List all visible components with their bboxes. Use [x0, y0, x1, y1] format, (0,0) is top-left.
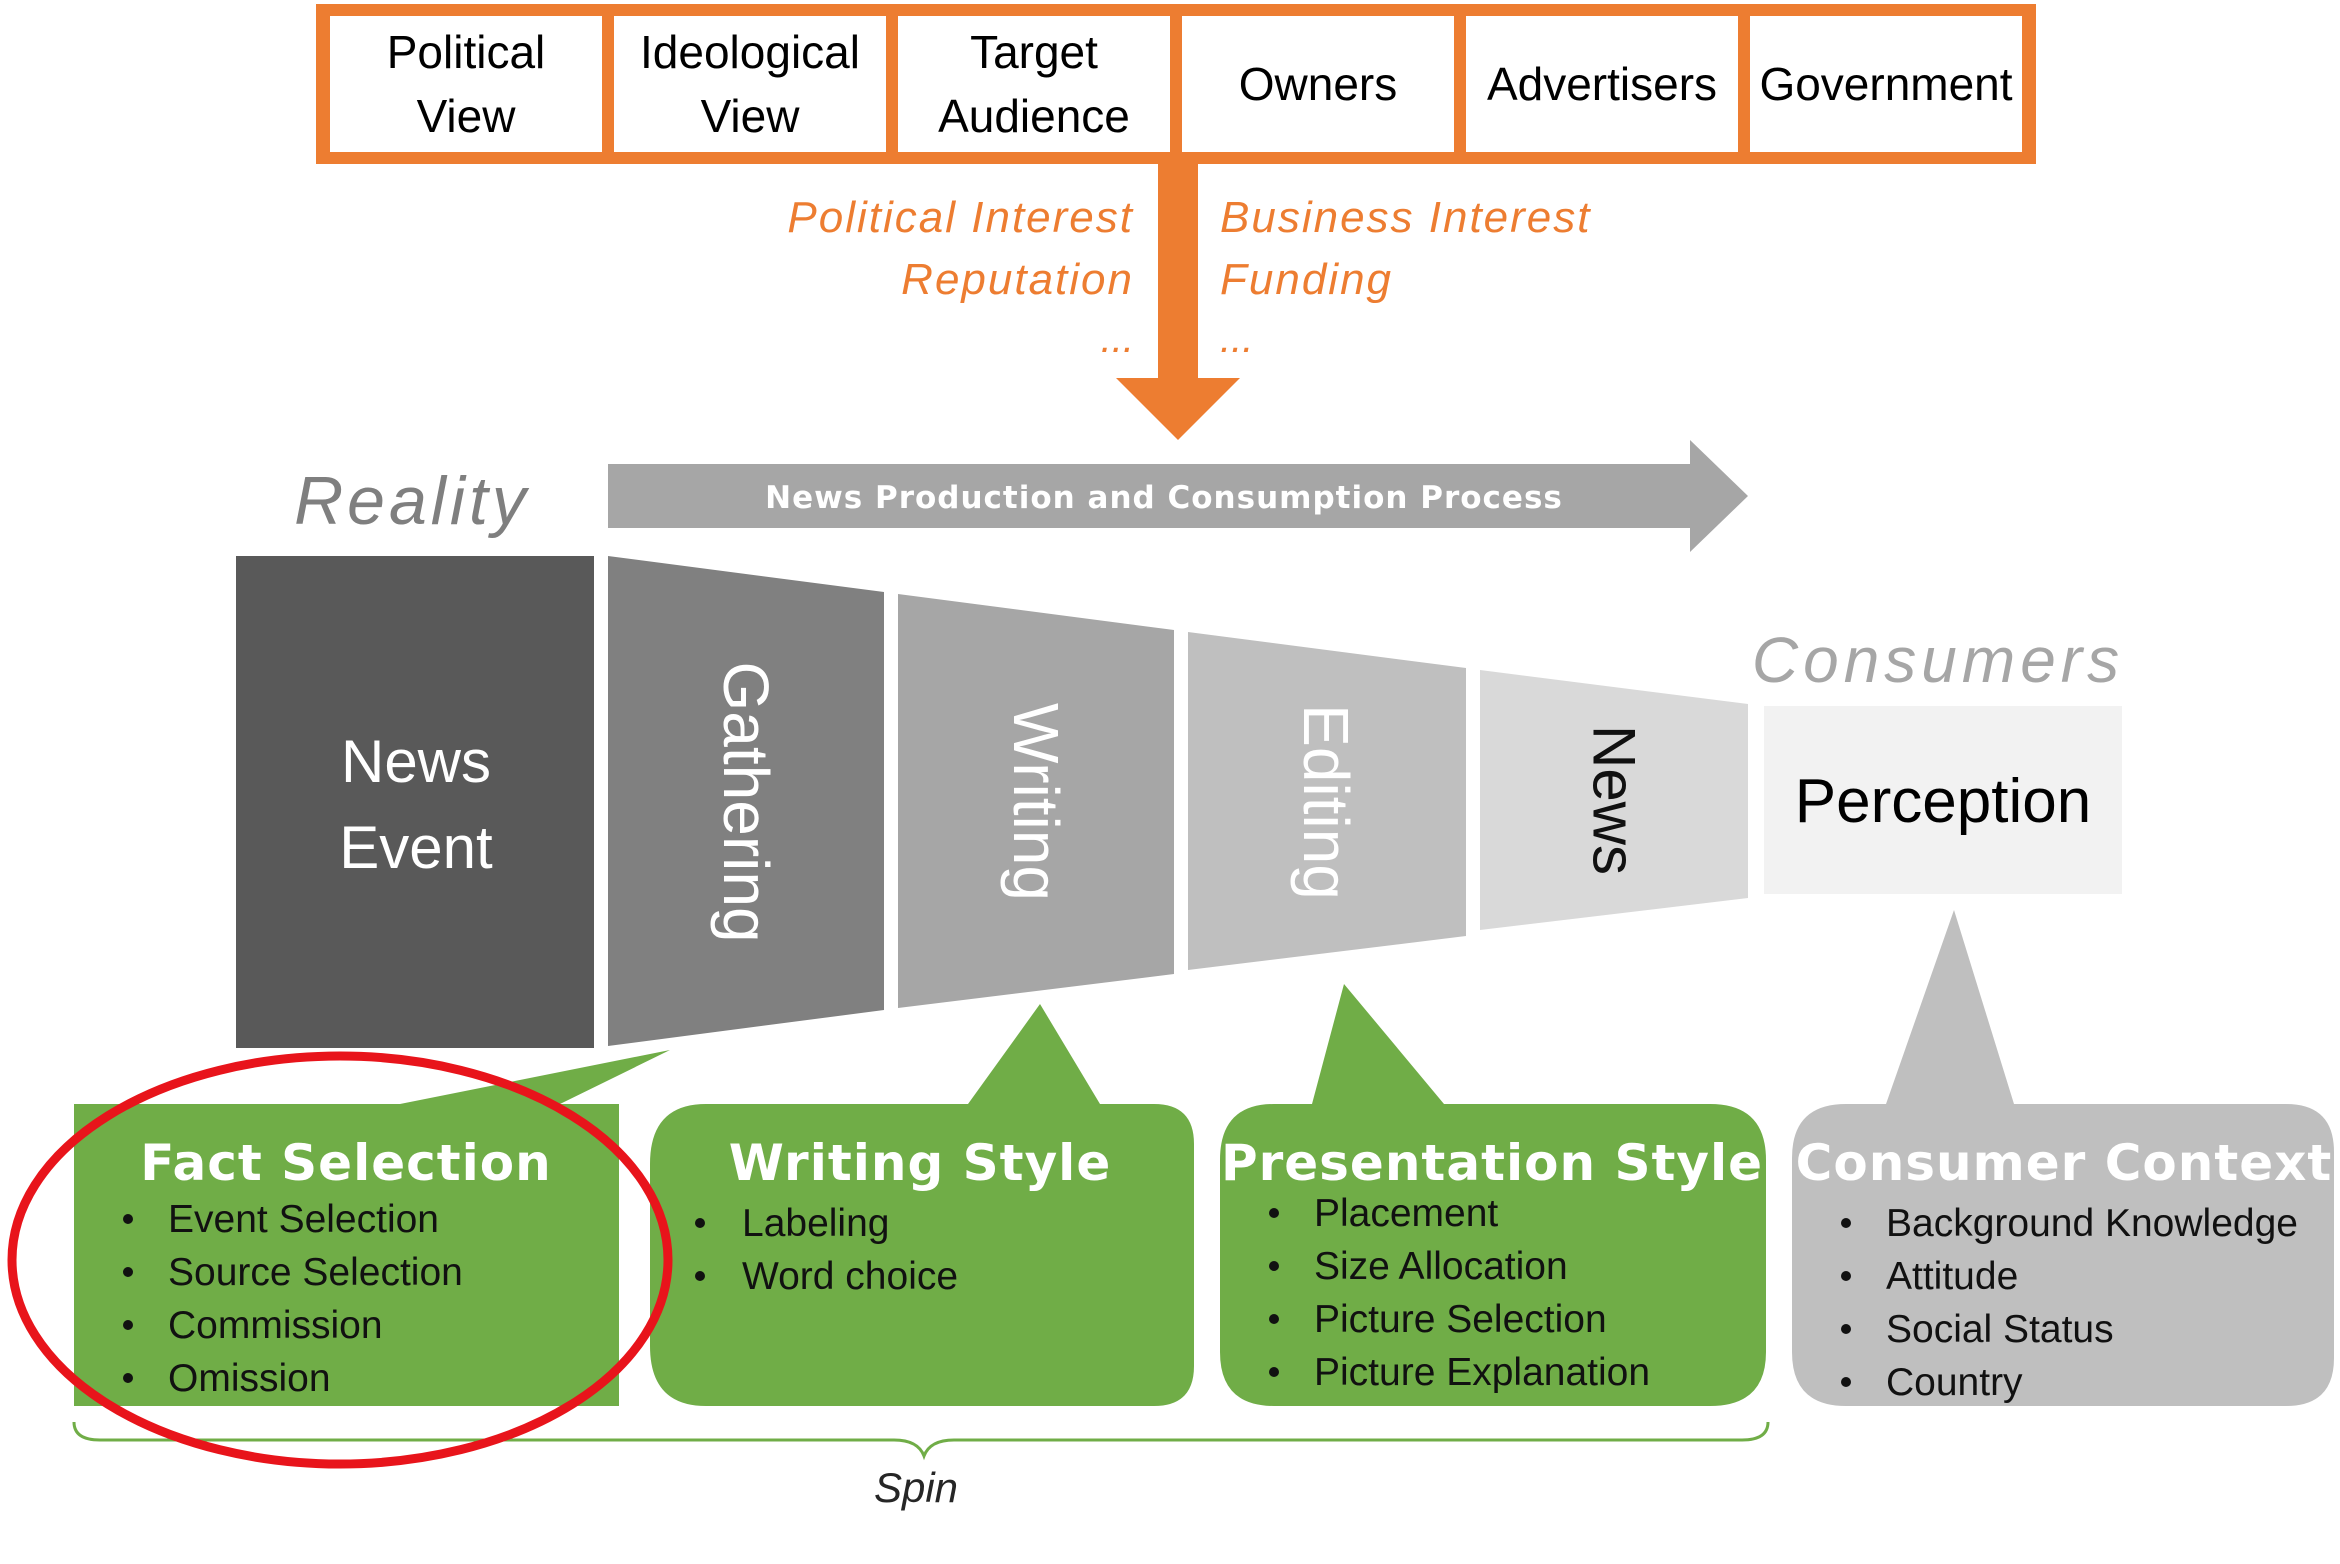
reputation-label: Reputation [901, 255, 1134, 304]
callout-title: Writing Style [729, 1134, 1111, 1192]
callout-title: Presentation Style [1221, 1134, 1763, 1192]
funnel: News Event Gathering Writing Editing New… [236, 556, 2122, 1048]
bullet-dot [1269, 1208, 1279, 1218]
political-interests: Political Interest Reputation ... [787, 193, 1134, 361]
factor-label-line: Audience [938, 90, 1130, 142]
callout-item: Background Knowledge [1886, 1202, 2298, 1245]
callout-item: Event Selection [168, 1198, 439, 1241]
callout-title: Fact Selection [140, 1134, 552, 1192]
funding-label: Funding [1220, 255, 1393, 304]
bullet-dot [123, 1214, 133, 1224]
gathering-stage [608, 556, 884, 1046]
factor-label-line: Political [387, 26, 546, 78]
news-event-block [236, 556, 594, 1048]
factor-label: Owners [1239, 58, 1397, 110]
factor-label: Government [1759, 58, 2012, 110]
business-interest-label: Business Interest [1220, 193, 1592, 242]
bullet-dot [123, 1267, 133, 1277]
factor-box [1750, 16, 2022, 152]
fact-selection-bubble [74, 1050, 670, 1406]
factor-label-line: Target [970, 26, 1098, 78]
consumer-context-bubble [1792, 910, 2334, 1406]
callout-item: Word choice [742, 1255, 958, 1298]
editing-label: Editing [1290, 704, 1362, 900]
highlight-ellipse [7, 1051, 673, 1469]
factor-box [1466, 16, 1738, 152]
bullet-dot [695, 1271, 705, 1281]
factor-box [898, 16, 1170, 152]
process-arrow-label: News Production and Consumption Process [765, 480, 1563, 516]
news-label: News [1581, 725, 1648, 875]
influence-down-arrow [1116, 164, 1240, 440]
bullet-dot [1841, 1271, 1851, 1281]
bullet-dot [1269, 1261, 1279, 1271]
bullet-dot [1841, 1377, 1851, 1387]
consumers-label: Consumers [1752, 624, 2124, 696]
callout-item: Picture Selection [1314, 1298, 1607, 1341]
bullet-dot [1841, 1324, 1851, 1334]
factor-box [614, 16, 886, 152]
callout-item: Attitude [1886, 1255, 2018, 1298]
callout-item: Size Allocation [1314, 1245, 1568, 1288]
perception-label: Perception [1795, 767, 2091, 836]
news-stage [1480, 670, 1748, 930]
political-ellipsis: ... [1101, 317, 1134, 361]
callout-item: Labeling [742, 1202, 889, 1245]
bullet-dot [1841, 1218, 1851, 1228]
business-interests: Business Interest Funding ... [1220, 193, 1592, 361]
writing-style-callout [650, 1004, 1194, 1406]
presentation-style-bubble [1220, 984, 1766, 1406]
callout-item: Commission [168, 1304, 383, 1347]
editing-stage [1188, 632, 1466, 970]
bullet-dot [123, 1373, 133, 1383]
fact-selection-callout [74, 1050, 670, 1406]
news-event-line-2: Event [339, 814, 493, 881]
gathering-label: Gathering [710, 661, 782, 942]
bullet-dot [123, 1320, 133, 1330]
factor-label-line: View [417, 90, 517, 142]
factor-label-line: View [701, 90, 801, 142]
presentation-style-callout [1220, 984, 1766, 1406]
bullet-dot [1269, 1367, 1279, 1377]
political-interest-label: Political Interest [787, 193, 1134, 242]
factor-box [330, 16, 602, 152]
news-event-line-1: News [341, 728, 491, 795]
factor-label: Advertisers [1487, 58, 1717, 110]
spin-bracket [72, 1421, 1770, 1461]
callout-item: Source Selection [168, 1251, 463, 1294]
writing-style-bubble [650, 1004, 1194, 1406]
influence-bar-frame [316, 4, 2036, 164]
callout-title: Consumer Context [1796, 1134, 2333, 1192]
perception-block [1764, 706, 2122, 894]
callout-item: Social Status [1886, 1308, 2114, 1351]
callout-item: Country [1886, 1361, 2023, 1404]
business-ellipsis: ... [1220, 317, 1253, 361]
consumer-context-callout [1792, 910, 2334, 1406]
callout-item: Picture Explanation [1314, 1351, 1650, 1394]
writing-stage [898, 594, 1174, 1008]
bullet-dot [1269, 1314, 1279, 1324]
process-arrow [608, 440, 1748, 552]
writing-label: Writing [1000, 703, 1072, 901]
reality-label: Reality [294, 463, 530, 539]
factor-box [1182, 16, 1454, 152]
callout-item: Omission [168, 1357, 331, 1400]
factor-label-line: Ideological [640, 26, 860, 78]
callout-item: Placement [1314, 1192, 1498, 1235]
spin-label: Spin [874, 1464, 958, 1511]
bullet-dot [695, 1218, 705, 1228]
